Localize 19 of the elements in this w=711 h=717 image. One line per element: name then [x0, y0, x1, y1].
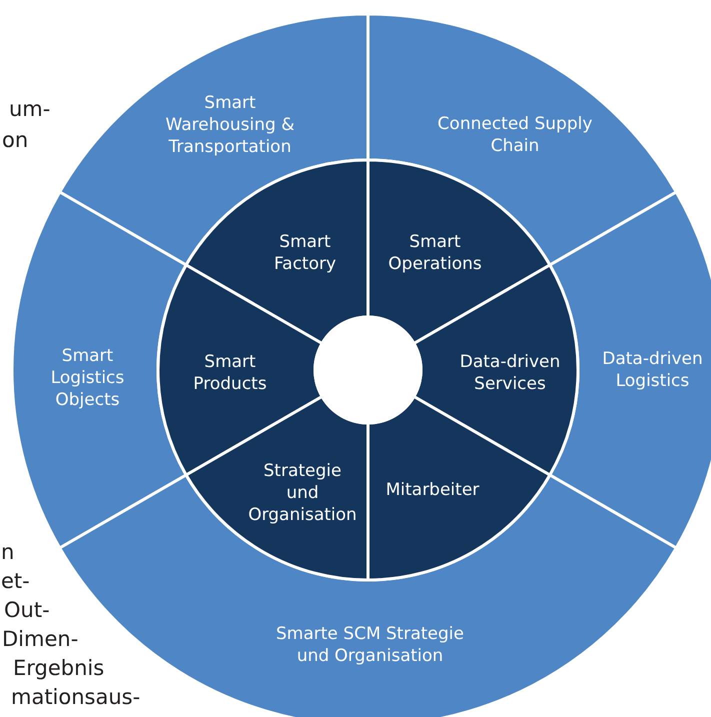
segment-label: Data-driven Logistics [601, 348, 704, 392]
body-text-fragment: et- [1, 569, 30, 593]
body-text-fragment: mationsaus- [11, 685, 140, 709]
body-text-fragment: Out- [4, 598, 50, 622]
body-text-fragment: Ergebnis [13, 656, 104, 680]
body-text-fragment: um- [9, 97, 50, 121]
segment-label: Smart Logistics Objects [50, 344, 126, 410]
segment-label: Connected Supply Chain [436, 113, 594, 157]
body-text-fragment: Dimen- [2, 627, 78, 651]
body-text-fragment: on [2, 128, 28, 152]
segment-label: Mitarbeiter [386, 479, 480, 501]
segment-label: Strategie und Organisation [247, 460, 358, 526]
segment-label: Smart Factory [272, 230, 338, 274]
segment-label: Smart Warehousing & Transportation [164, 92, 296, 158]
segment-label: Smart Operations [387, 230, 483, 274]
segment-label: Data-driven Services [458, 350, 562, 394]
body-text-fragment: n [1, 540, 14, 564]
segment-label: Smarte SCM Strategie und Organisation [275, 623, 465, 667]
segment-label: Smart Products [192, 350, 268, 394]
